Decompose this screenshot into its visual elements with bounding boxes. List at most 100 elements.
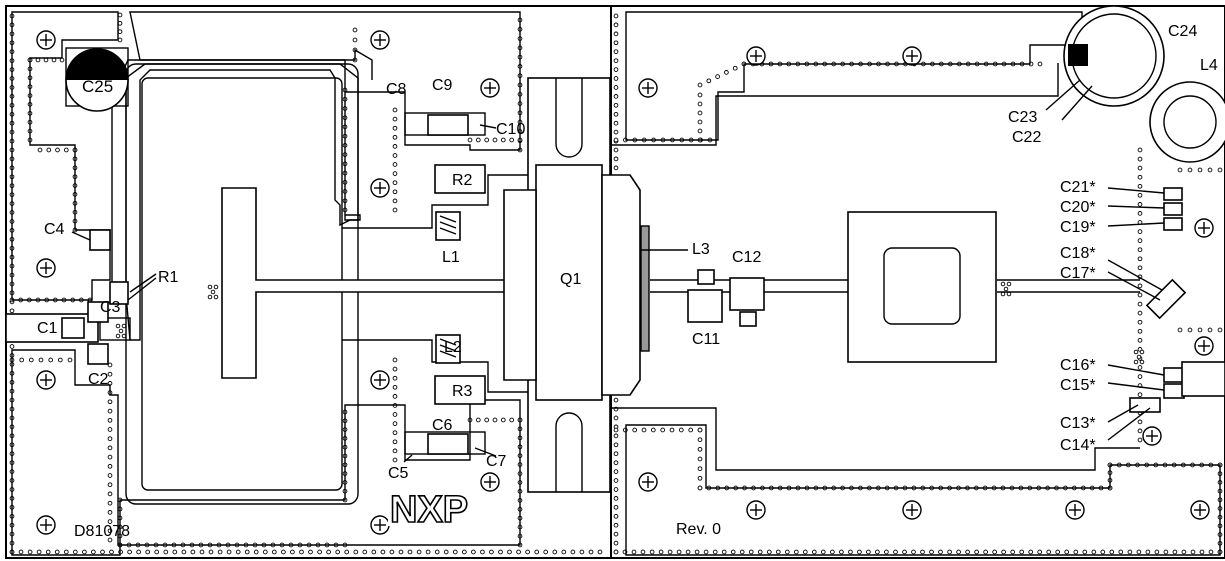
via-dot bbox=[484, 137, 490, 143]
via-dot bbox=[63, 549, 69, 555]
via-dot bbox=[613, 540, 619, 546]
mounting-hole bbox=[370, 178, 390, 198]
label-c24: C24 bbox=[1168, 23, 1197, 40]
via-dot bbox=[290, 549, 295, 555]
via-dot bbox=[416, 549, 422, 555]
mounting-hole bbox=[638, 472, 658, 492]
via-dot bbox=[181, 549, 187, 555]
via-dot bbox=[1187, 327, 1193, 333]
via-dot bbox=[1207, 327, 1213, 333]
via-dot bbox=[55, 147, 60, 153]
via-dot bbox=[1137, 247, 1143, 253]
via-dot bbox=[676, 549, 682, 555]
via-dot bbox=[613, 478, 619, 483]
via-dot bbox=[392, 162, 398, 167]
via-dot bbox=[613, 67, 619, 72]
via-dot bbox=[127, 549, 132, 555]
via-dot bbox=[613, 156, 619, 162]
via-dot bbox=[730, 549, 736, 555]
via-dot bbox=[1137, 301, 1143, 307]
via-dot bbox=[1133, 359, 1139, 365]
via-dot bbox=[1137, 174, 1143, 180]
via-dot bbox=[18, 549, 24, 555]
via-dot bbox=[28, 357, 34, 363]
via-dots bbox=[9, 12, 1223, 555]
via-dot bbox=[500, 137, 506, 143]
via-dot bbox=[107, 454, 113, 460]
via-dot bbox=[697, 82, 703, 88]
via-dot bbox=[1137, 428, 1143, 434]
mounting-hole bbox=[746, 500, 766, 520]
via-dot bbox=[1137, 374, 1143, 379]
via-dot bbox=[154, 549, 160, 555]
via-dot bbox=[467, 137, 473, 143]
via-dot bbox=[308, 549, 313, 555]
via-dot bbox=[766, 549, 772, 555]
label-c23: C23 bbox=[1008, 109, 1037, 126]
output-pad-outer bbox=[847, 211, 997, 363]
via-dot bbox=[281, 549, 286, 555]
via-dot bbox=[244, 549, 250, 555]
via-dot bbox=[107, 519, 113, 524]
via-dot bbox=[641, 427, 647, 433]
q1-gate-lead bbox=[503, 189, 537, 381]
via-dot bbox=[208, 549, 214, 555]
via-dot bbox=[613, 147, 619, 153]
via-dot bbox=[380, 549, 386, 555]
via-dot bbox=[613, 49, 619, 55]
via-dot bbox=[613, 31, 619, 37]
via-dot bbox=[107, 436, 113, 442]
via-dot bbox=[1137, 365, 1143, 370]
via-dot bbox=[1006, 291, 1012, 297]
via-dot bbox=[613, 94, 619, 99]
via-dot bbox=[36, 549, 42, 555]
via-dot bbox=[213, 294, 219, 300]
mounting-hole bbox=[370, 515, 390, 535]
mounting-hole bbox=[36, 370, 56, 390]
via-dot bbox=[793, 549, 799, 555]
via-dot bbox=[947, 549, 952, 555]
via-dot bbox=[983, 549, 988, 555]
via-dot bbox=[118, 328, 124, 334]
via-dot bbox=[613, 531, 619, 537]
via-dot bbox=[613, 165, 619, 171]
via-dot bbox=[697, 475, 703, 481]
via-dot bbox=[299, 549, 304, 555]
mounting-hole bbox=[370, 30, 390, 50]
via-dot bbox=[107, 427, 113, 432]
c15-body bbox=[1163, 383, 1185, 399]
via-dot bbox=[136, 549, 141, 555]
via-dot bbox=[392, 357, 398, 363]
via-dot bbox=[1064, 549, 1070, 555]
via-dot bbox=[613, 76, 619, 81]
via-dot bbox=[226, 549, 232, 555]
via-dot bbox=[1136, 354, 1142, 360]
via-dot bbox=[938, 549, 943, 555]
via-dot bbox=[1001, 549, 1006, 555]
via-dot bbox=[543, 549, 549, 555]
via-dot bbox=[1137, 283, 1143, 289]
via-dot bbox=[1127, 549, 1133, 555]
via-dot bbox=[1073, 549, 1079, 555]
output-connector bbox=[1181, 361, 1225, 397]
via-dot bbox=[107, 417, 113, 423]
mounting-hole bbox=[36, 515, 56, 535]
via-dot bbox=[392, 439, 398, 445]
mounting-hole bbox=[480, 78, 500, 98]
via-dot bbox=[38, 357, 44, 363]
label-l4: L4 bbox=[1200, 57, 1218, 74]
label-q1: Q1 bbox=[560, 271, 581, 288]
label-c8: C8 bbox=[386, 81, 407, 98]
via-dot bbox=[392, 448, 398, 454]
label-l2: L2 bbox=[444, 339, 462, 356]
via-dot bbox=[1139, 359, 1145, 365]
component-labels: C25 C8 C9 C10 R2 L1 L2 R3 C6 C5 C7 C4 R1… bbox=[37, 23, 1218, 540]
via-dot bbox=[1190, 549, 1196, 555]
via-dot bbox=[392, 144, 398, 149]
via-dot bbox=[213, 284, 219, 290]
c17-c18-body bbox=[1145, 278, 1187, 320]
via-dot bbox=[613, 111, 619, 117]
via-dot bbox=[1000, 281, 1006, 287]
via-dot bbox=[1133, 349, 1139, 355]
via-dot bbox=[1137, 419, 1143, 425]
